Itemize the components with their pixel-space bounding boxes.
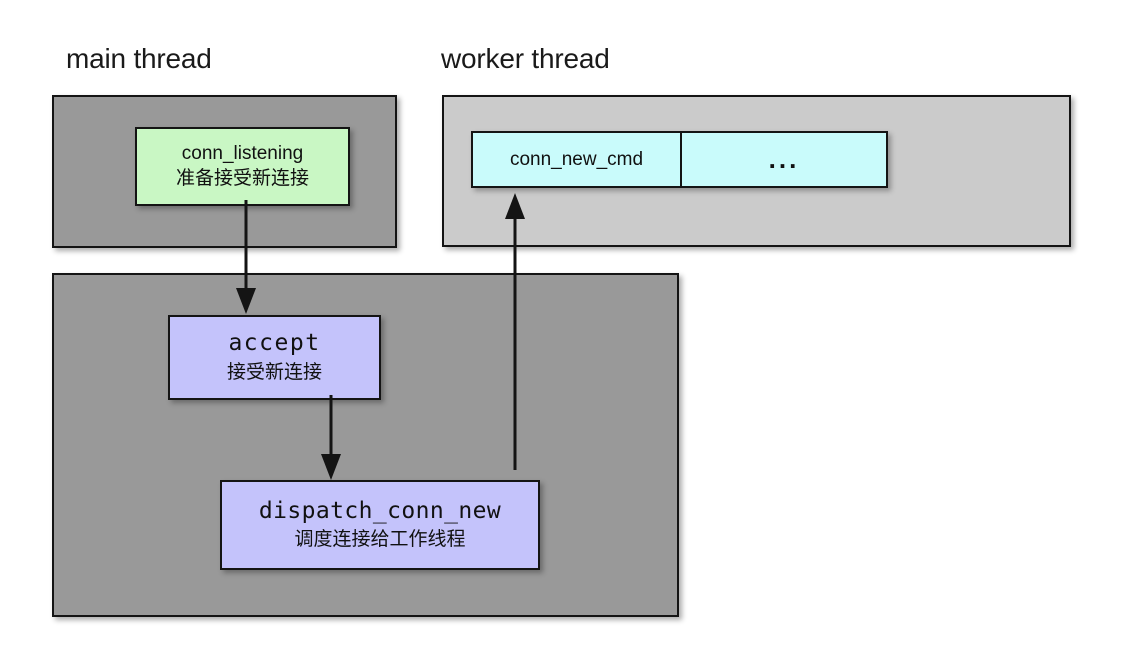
node-conn-listening-code: conn_listening xyxy=(181,143,304,165)
node-accept-caption: 接受新连接 xyxy=(226,360,322,383)
node-dispatch-conn-new-caption: 调度连接给工作线程 xyxy=(294,528,466,551)
queue-cell-ellipsis[interactable]: ... xyxy=(680,133,886,186)
worker-thread-title: worker thread xyxy=(441,43,610,74)
node-conn-listening-caption: 准备接受新连接 xyxy=(175,166,309,189)
worker-command-queue[interactable]: conn_new_cmd ... xyxy=(471,131,888,188)
main-thread-title: main thread xyxy=(66,43,212,74)
node-accept[interactable]: accept 接受新连接 xyxy=(168,315,381,400)
node-accept-code: accept xyxy=(228,330,321,357)
node-dispatch-conn-new-code: dispatch_conn_new xyxy=(258,497,502,524)
node-conn-listening[interactable]: conn_listening 准备接受新连接 xyxy=(135,127,350,206)
queue-cell-conn-new-cmd[interactable]: conn_new_cmd xyxy=(509,148,644,170)
node-dispatch-conn-new[interactable]: dispatch_conn_new 调度连接给工作线程 xyxy=(220,480,540,570)
